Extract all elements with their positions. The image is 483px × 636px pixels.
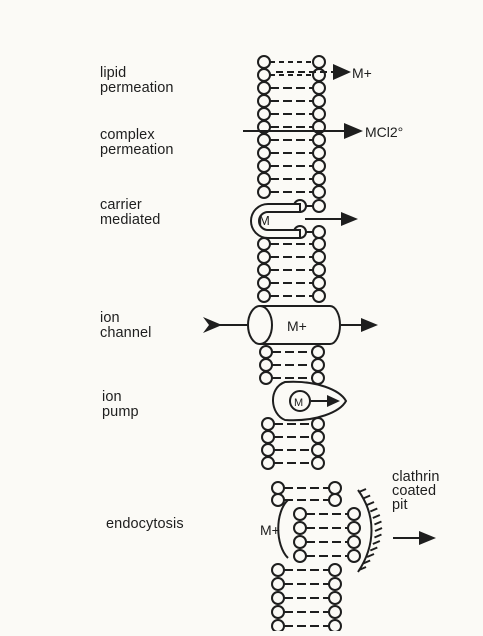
lipid-pair [294, 550, 360, 562]
lipid-pair [258, 251, 325, 263]
lipid-pair [258, 82, 325, 94]
lipid-pair [260, 346, 324, 358]
carrier-mediated-label: carrier mediated [100, 198, 160, 228]
lipid-pair [258, 147, 325, 159]
lipid-pair [262, 431, 324, 443]
lipid-permeation-label: lipid permeation [100, 66, 174, 96]
lipid-pair [272, 620, 341, 631]
lipid-pair [272, 482, 341, 494]
channel-ion-label: M+ [287, 318, 307, 334]
lipid-pair [294, 536, 360, 548]
lipid-pair [258, 238, 325, 250]
lipid-pair [258, 95, 325, 107]
lipid-pair [258, 56, 325, 68]
lipid-pair [258, 160, 325, 172]
lipid-pair [294, 508, 360, 520]
lipid-pair [260, 359, 324, 371]
clathrin-spike [373, 541, 380, 544]
clathrin-spike [370, 509, 377, 512]
lipid-pair [258, 134, 325, 146]
clathrin-spike [359, 489, 366, 492]
lipid-product-label: M+ [352, 65, 372, 81]
clathrin-spike [373, 515, 380, 518]
clathrin-spike [367, 502, 374, 505]
clathrin-spike [374, 522, 381, 525]
lipid-pair [272, 494, 341, 506]
pump-ion-label: M [294, 397, 303, 409]
endocytosis-label: endocytosis [106, 517, 184, 532]
lipid-pair [258, 277, 325, 289]
lipid-pair [272, 592, 341, 604]
lipid-pair [258, 264, 325, 276]
clathrin-spike [363, 496, 370, 499]
ion-pump-label: ion pump [102, 390, 139, 420]
endocytosis-ion-label: M+ [260, 522, 280, 538]
lipid-pair [272, 606, 341, 618]
complex-permeation-label: complex permeation [100, 128, 174, 158]
lipid-pair [272, 578, 341, 590]
clathrin-spike [370, 548, 377, 551]
ion-channel-label: ion channel [100, 311, 152, 341]
lipid-pair [272, 564, 341, 576]
lipid-pair [258, 186, 325, 198]
lipid-pair [262, 457, 324, 469]
clathrin-spike [375, 528, 382, 531]
lipid-pair [262, 444, 324, 456]
lipid-pair [258, 108, 325, 120]
complex-product-label: MCl2° [365, 124, 403, 140]
ion-pump [273, 382, 346, 421]
lipid-pair [258, 290, 325, 302]
lipid-pair [294, 522, 360, 534]
clathrin-spike [374, 535, 381, 538]
carrier-ion-label: M [259, 213, 270, 228]
lipid-pair [258, 69, 325, 81]
clathrin-coated-pit-label: clathrin coated pit [392, 470, 440, 512]
lipid-pair [258, 173, 325, 185]
